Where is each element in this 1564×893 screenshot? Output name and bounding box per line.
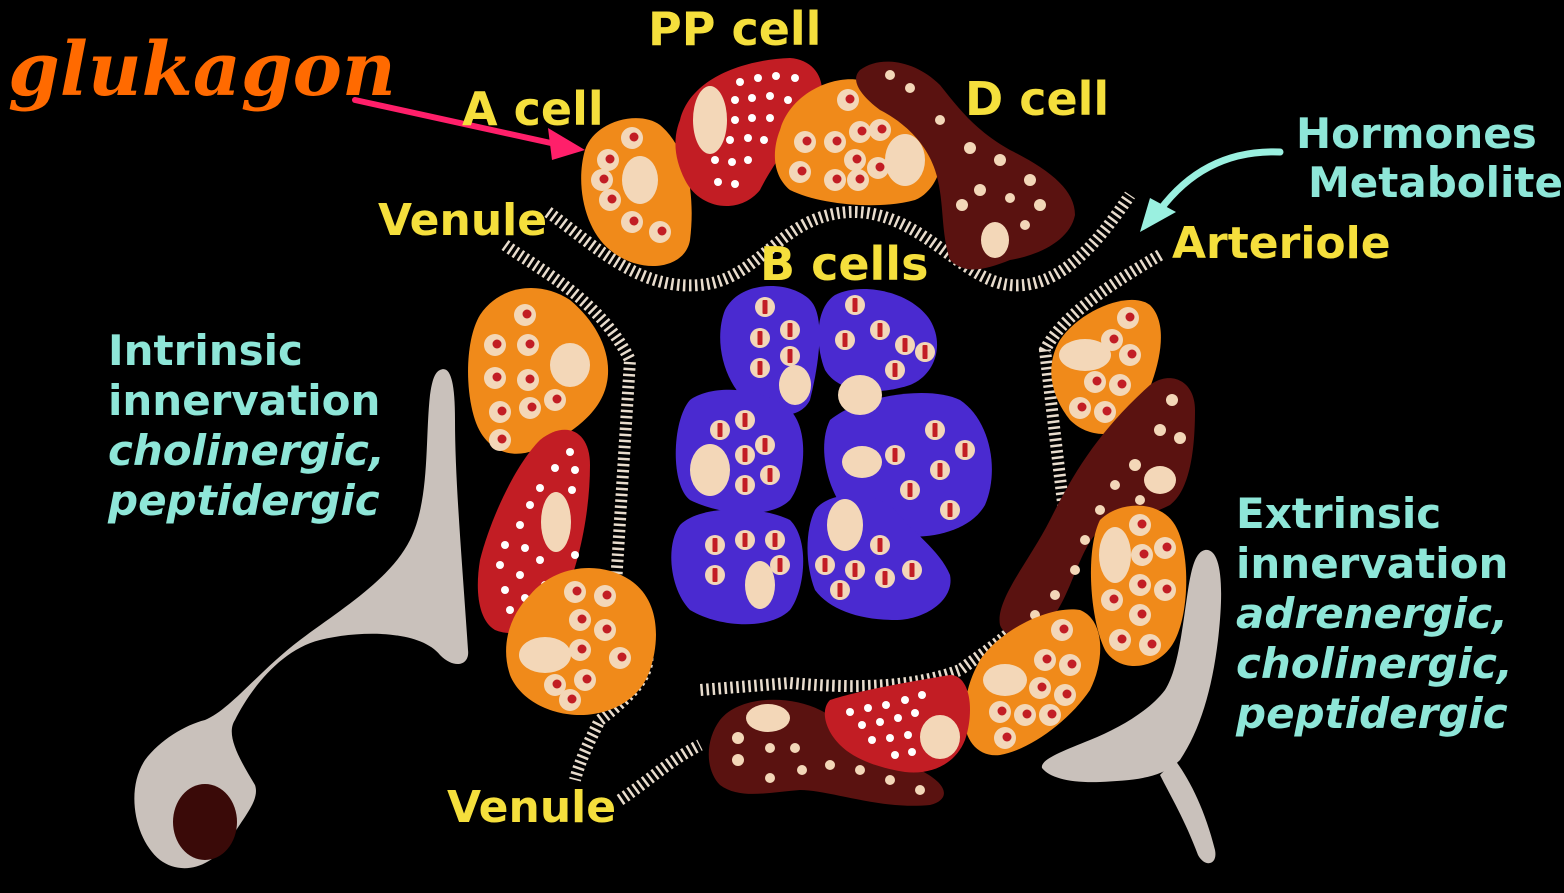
venule-top-label: Venule — [378, 195, 547, 246]
b-cells-label: B cells — [760, 237, 928, 291]
extrinsic-line-5: peptidergic — [1235, 689, 1508, 738]
arteriole-label: Arteriole — [1172, 218, 1391, 269]
a-cell-right-middle — [1091, 506, 1186, 666]
extrinsic-line-4: cholinergic, — [1236, 639, 1513, 688]
metabolites-label: Metabolites — [1308, 158, 1564, 207]
intrinsic-line-4: peptidergic — [107, 476, 380, 525]
venule-bottom-label: Venule — [447, 782, 616, 833]
d-cell-label: D cell — [965, 72, 1109, 126]
extrinsic-line-3: adrenergic, — [1236, 589, 1508, 638]
extrinsic-line-1: Extrinsic — [1236, 489, 1441, 538]
intrinsic-line-3: cholinergic, — [108, 426, 385, 475]
intrinsic-line-1: Intrinsic — [108, 326, 303, 375]
a-cell-label: A cell — [462, 82, 604, 136]
extrinsic-line-2: innervation — [1236, 539, 1508, 588]
glukagon-label: glukagon — [8, 27, 396, 113]
intrinsic-line-2: innervation — [108, 376, 380, 425]
hormones-label: Hormones — [1296, 109, 1537, 158]
pp-cell-label: PP cell — [648, 2, 821, 56]
